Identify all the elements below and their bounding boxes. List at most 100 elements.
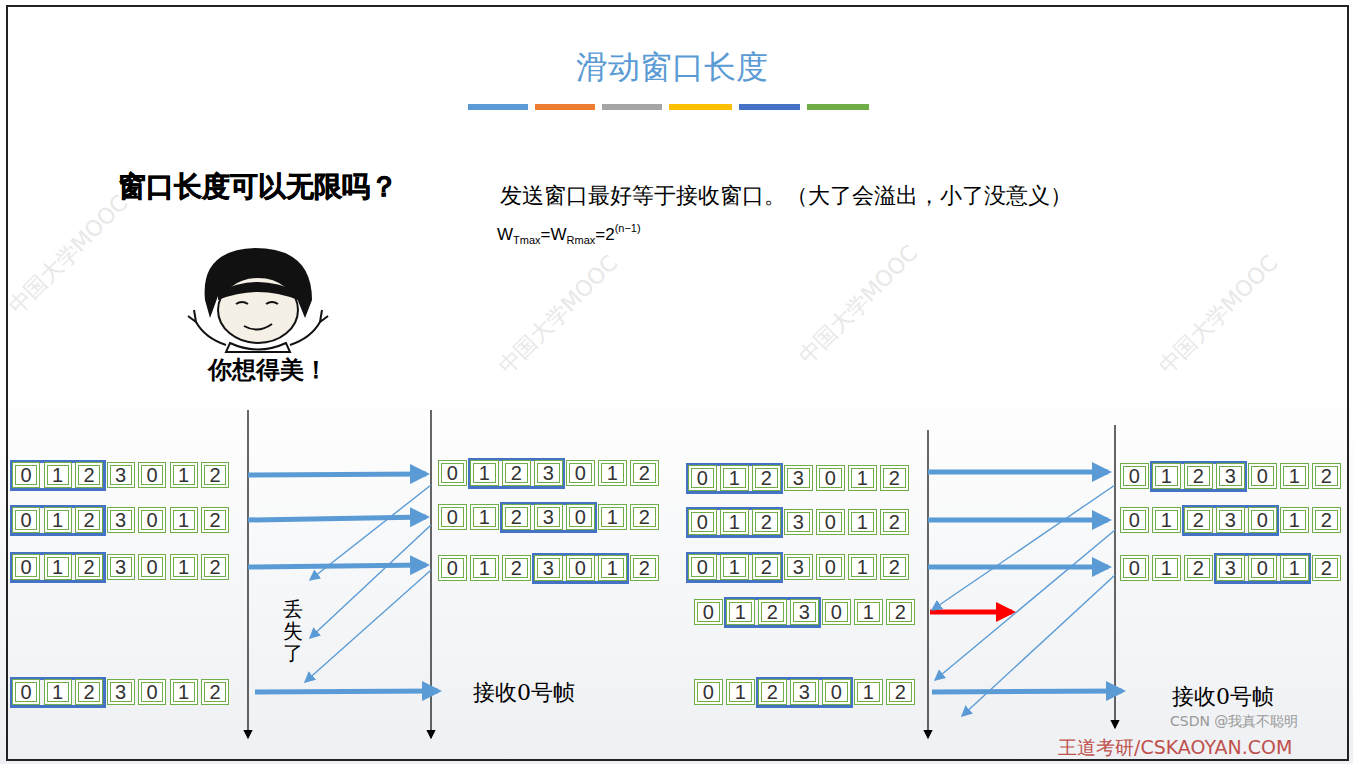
frame-number: 3 (543, 507, 554, 527)
frame-number: 1 (178, 465, 189, 485)
frame-cell: 1 (170, 554, 198, 580)
watermark: 中国大学MOOC (1152, 249, 1284, 381)
frame-number: 3 (1225, 510, 1236, 530)
frame-cell: 1 (720, 465, 749, 491)
frame-cell: 1 (1280, 507, 1309, 533)
frame-number: 0 (20, 682, 31, 702)
frame-cell: 0 (138, 507, 166, 533)
frame-cell: 0 (566, 555, 595, 581)
frame-cell: 2 (880, 465, 909, 491)
frame-number: 0 (703, 602, 714, 622)
ack-arrow (305, 570, 431, 682)
frame-number: 1 (1289, 466, 1300, 486)
frame-cell: 2 (502, 460, 531, 486)
publisher-mark: 王道考研/CSKAOYAN.COM (1058, 735, 1292, 761)
data-arrow (255, 691, 438, 692)
frame-cell: 1 (598, 504, 627, 530)
frame-cell: 1 (470, 504, 499, 530)
frame-cell: 0 (816, 554, 845, 580)
frame-cell: 3 (1216, 463, 1245, 489)
frame-cell: 1 (720, 509, 749, 535)
frame-cell: 0 (688, 465, 717, 491)
frame-number: 1 (607, 463, 618, 483)
ack-arrow (962, 575, 1115, 716)
face (218, 277, 298, 343)
frame-number: 2 (1193, 466, 1204, 486)
frame-number: 1 (1161, 558, 1172, 578)
frame-number: 0 (146, 557, 157, 577)
frame-number: 1 (479, 507, 490, 527)
frame-cell: 3 (790, 679, 819, 705)
source-mark: CSDN @我真不聪明 (1170, 713, 1298, 731)
meme-ground (172, 237, 365, 388)
frame-cell: 1 (854, 679, 883, 705)
frame-cell: 0 (138, 679, 166, 705)
frame-cell: 2 (75, 507, 103, 533)
frame-number: 1 (857, 512, 868, 532)
frame-cell: 2 (886, 599, 915, 625)
frame-cell: 2 (201, 679, 229, 705)
frame-number: 0 (146, 510, 157, 530)
watermark: 中国大学MOOC (792, 239, 924, 371)
frame-cell: 3 (534, 555, 563, 581)
frame-cell: 3 (784, 509, 813, 535)
frame-number: 3 (1225, 558, 1236, 578)
frame-cell: 3 (784, 465, 813, 491)
frame-cell: 2 (1184, 555, 1213, 581)
frame-cell: 1 (170, 507, 198, 533)
frame-number: 0 (825, 557, 836, 577)
frame-number: 2 (511, 558, 522, 578)
time-axis (927, 430, 928, 738)
frame-cell: 0 (566, 460, 595, 486)
bar (602, 104, 662, 110)
frame-cell: 0 (12, 507, 40, 533)
data-arrow (928, 518, 1108, 523)
frame-number: 2 (511, 507, 522, 527)
frame-number: 1 (863, 602, 874, 622)
frame-cell: 1 (44, 679, 72, 705)
frame-number: 0 (20, 465, 31, 485)
frame-number: 1 (729, 512, 740, 532)
frame-cell: 2 (1184, 507, 1213, 533)
frame-number: 2 (1321, 510, 1332, 530)
frame-number: 0 (697, 468, 708, 488)
frame-number: 2 (83, 510, 94, 530)
frame-number: 1 (178, 510, 189, 530)
receive-note: 接收0号帧 (473, 678, 575, 708)
note-text: 发送窗口最好等于接收窗口。（大了会溢出，小了没意义） (500, 181, 1072, 211)
frame-number: 2 (639, 463, 650, 483)
bar (739, 104, 800, 110)
frame-number: 3 (115, 510, 126, 530)
frame-number: 3 (115, 465, 126, 485)
frame-cell: 2 (758, 599, 787, 625)
frame-cell: 1 (470, 555, 499, 581)
frame-number: 1 (1161, 466, 1172, 486)
frame-number: 0 (447, 558, 458, 578)
frame-number: 2 (1321, 466, 1332, 486)
frame-number: 0 (825, 512, 836, 532)
frame-cell: 3 (1216, 507, 1245, 533)
frame-number: 2 (895, 602, 906, 622)
frame-cell: 0 (816, 465, 845, 491)
frame-cell: 1 (854, 599, 883, 625)
slide-title: 滑动窗口长度 (576, 46, 768, 90)
time-axes (248, 410, 1115, 738)
frame-number: 2 (209, 682, 220, 702)
formula-part: =2 (595, 225, 614, 244)
frame-number: 1 (735, 602, 746, 622)
frame-cell: 1 (1280, 555, 1309, 581)
frame-cell: 1 (598, 460, 627, 486)
frame-number: 0 (697, 557, 708, 577)
time-axis (1114, 425, 1115, 728)
frame-cell: 1 (44, 507, 72, 533)
frame-number: 2 (761, 468, 772, 488)
frame-cell: 0 (816, 509, 845, 535)
frame-cell: 2 (502, 504, 531, 530)
frame-cell: 2 (752, 465, 781, 491)
data-arrow (932, 691, 1122, 692)
frame-cell: 2 (201, 554, 229, 580)
frame-cell: 1 (170, 462, 198, 488)
frame-cell: 0 (138, 554, 166, 580)
frame-cell: 2 (75, 554, 103, 580)
